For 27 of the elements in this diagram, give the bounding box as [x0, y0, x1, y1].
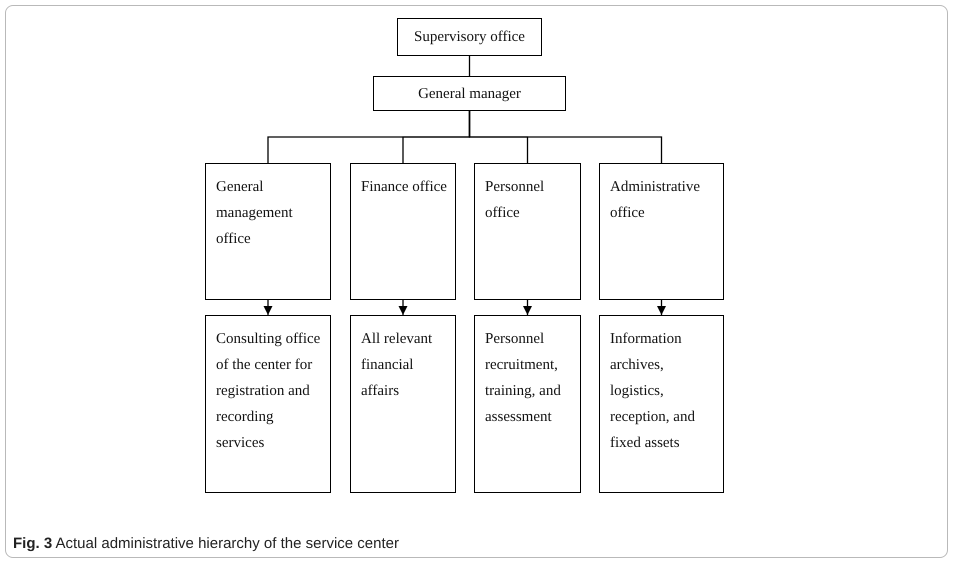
arrow — [523, 300, 532, 315]
connector-line — [468, 111, 662, 163]
arrow — [657, 300, 666, 315]
connector-line — [468, 56, 470, 76]
figure-caption: Fig. 3 Actual administrative hierarchy of the service center — [13, 535, 399, 552]
box-label: General management office — [216, 178, 294, 249]
box-label: Finance office — [361, 178, 447, 197]
org-box — [350, 163, 456, 300]
arrow — [398, 300, 408, 315]
box-label: General manager — [418, 84, 521, 104]
box-label: Consulting office of the center for registration and recording services — [216, 330, 322, 453]
box-label: Personnel recruitment, training, and assessment — [485, 330, 562, 427]
org-box — [373, 76, 566, 111]
org-box — [599, 315, 724, 493]
org-box — [474, 315, 581, 493]
org-box — [599, 163, 724, 300]
arrow — [264, 300, 272, 315]
org-box — [474, 163, 581, 300]
org-box — [205, 315, 331, 493]
box-label: All relevant financial affairs — [361, 330, 434, 401]
box-label: Information archives, logistics, reception, and fixed assets — [610, 330, 696, 453]
box-label: Administrative office — [610, 178, 701, 223]
org-box — [350, 315, 456, 493]
org-box — [397, 18, 542, 56]
box-label: Supervisory office — [414, 28, 525, 47]
org-box — [205, 163, 331, 300]
box-label: Personnel office — [485, 178, 546, 223]
